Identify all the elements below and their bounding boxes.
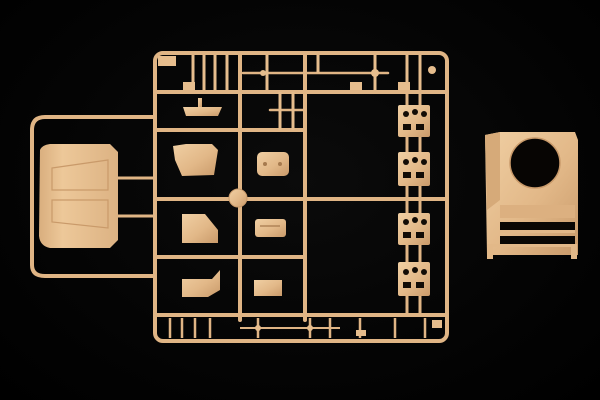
top-gates [191,55,422,130]
track-link-column [398,92,430,315]
small-box-part [254,280,282,296]
angled-plate-2 [182,270,220,297]
round-panel [257,152,289,176]
shield-part-1 [173,144,218,176]
bracket-part [183,98,222,116]
hatch-part [255,219,286,237]
gate-blocks [158,56,436,90]
bottom-small-parts [168,318,427,338]
right-turret-housing [485,132,578,259]
angled-plate-1 [182,214,218,243]
left-hood-panel [39,144,153,248]
bottom-gate-blocks [255,320,442,336]
sprue-hub [228,188,248,208]
